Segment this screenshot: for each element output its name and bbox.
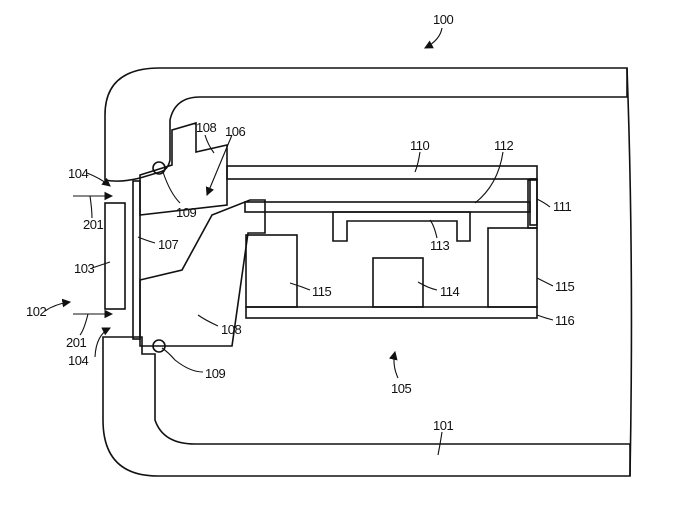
label-104-bottom: 104 [68, 353, 88, 368]
arrow-102 [44, 298, 72, 312]
component-115-left [245, 234, 298, 308]
leader-109-bottom [161, 347, 204, 373]
backplate-113 [332, 211, 471, 242]
housing-101-lower [102, 336, 631, 477]
label-112: 112 [494, 138, 513, 153]
leader-114 [417, 281, 438, 291]
component-114 [372, 257, 424, 308]
label-201-bottom: 201 [66, 335, 86, 350]
label-106: 106 [225, 124, 245, 139]
membrane-112 [244, 201, 531, 213]
leader-115-left [289, 282, 311, 291]
label-108-bottom: 108 [221, 322, 241, 337]
label-110: 110 [410, 138, 429, 153]
label-105: 105 [391, 381, 411, 396]
label-111: 111 [553, 199, 572, 214]
leader-108-bottom [197, 314, 219, 327]
seal-109-top [152, 161, 166, 175]
label-108-top: 108 [196, 120, 216, 135]
leader-103 [91, 261, 111, 269]
arrow-106 [205, 134, 233, 197]
substrate-116 [245, 306, 538, 319]
seal-109-bottom [152, 339, 166, 353]
leader-108-top [204, 134, 215, 154]
leader-201-bottom [79, 313, 89, 336]
label-102: 102 [26, 304, 46, 319]
leader-110 [414, 151, 421, 173]
arrow-105 [388, 350, 399, 379]
label-107: 107 [158, 237, 178, 252]
component-115-right [487, 227, 538, 308]
label-101: 101 [433, 418, 453, 433]
leader-101 [437, 431, 443, 456]
label-115-left: 115 [312, 284, 331, 299]
arrow-104-top [86, 172, 111, 187]
lid-110 [226, 165, 538, 180]
leader-111 [536, 198, 551, 208]
arrow-104-bottom [94, 327, 111, 358]
leader-107 [137, 236, 156, 244]
label-113: 113 [430, 238, 449, 253]
arrow-100 [424, 27, 443, 49]
label-109-top: 109 [176, 205, 196, 220]
label-114: 114 [440, 284, 459, 299]
label-100: 100 [433, 12, 453, 27]
leader-201-top [89, 195, 93, 219]
leader-116 [536, 314, 554, 321]
leader-113 [429, 219, 438, 239]
lid-right-wall [529, 178, 538, 226]
leader-109-top [162, 171, 181, 204]
label-116: 116 [555, 313, 574, 328]
cover-103 [104, 202, 126, 310]
label-109-bottom: 109 [205, 366, 225, 381]
housing-right-edge [626, 67, 633, 477]
housing-101 [104, 67, 628, 182]
label-115-right: 115 [555, 279, 574, 294]
leader-112 [474, 151, 504, 204]
label-104-top: 104 [68, 166, 88, 181]
leader-115-right [536, 277, 554, 287]
port-member-108-lower [139, 199, 266, 347]
label-201-top: 201 [83, 217, 103, 232]
mesh-107 [132, 180, 141, 340]
port-member-108 [139, 121, 228, 216]
label-103: 103 [74, 261, 94, 276]
